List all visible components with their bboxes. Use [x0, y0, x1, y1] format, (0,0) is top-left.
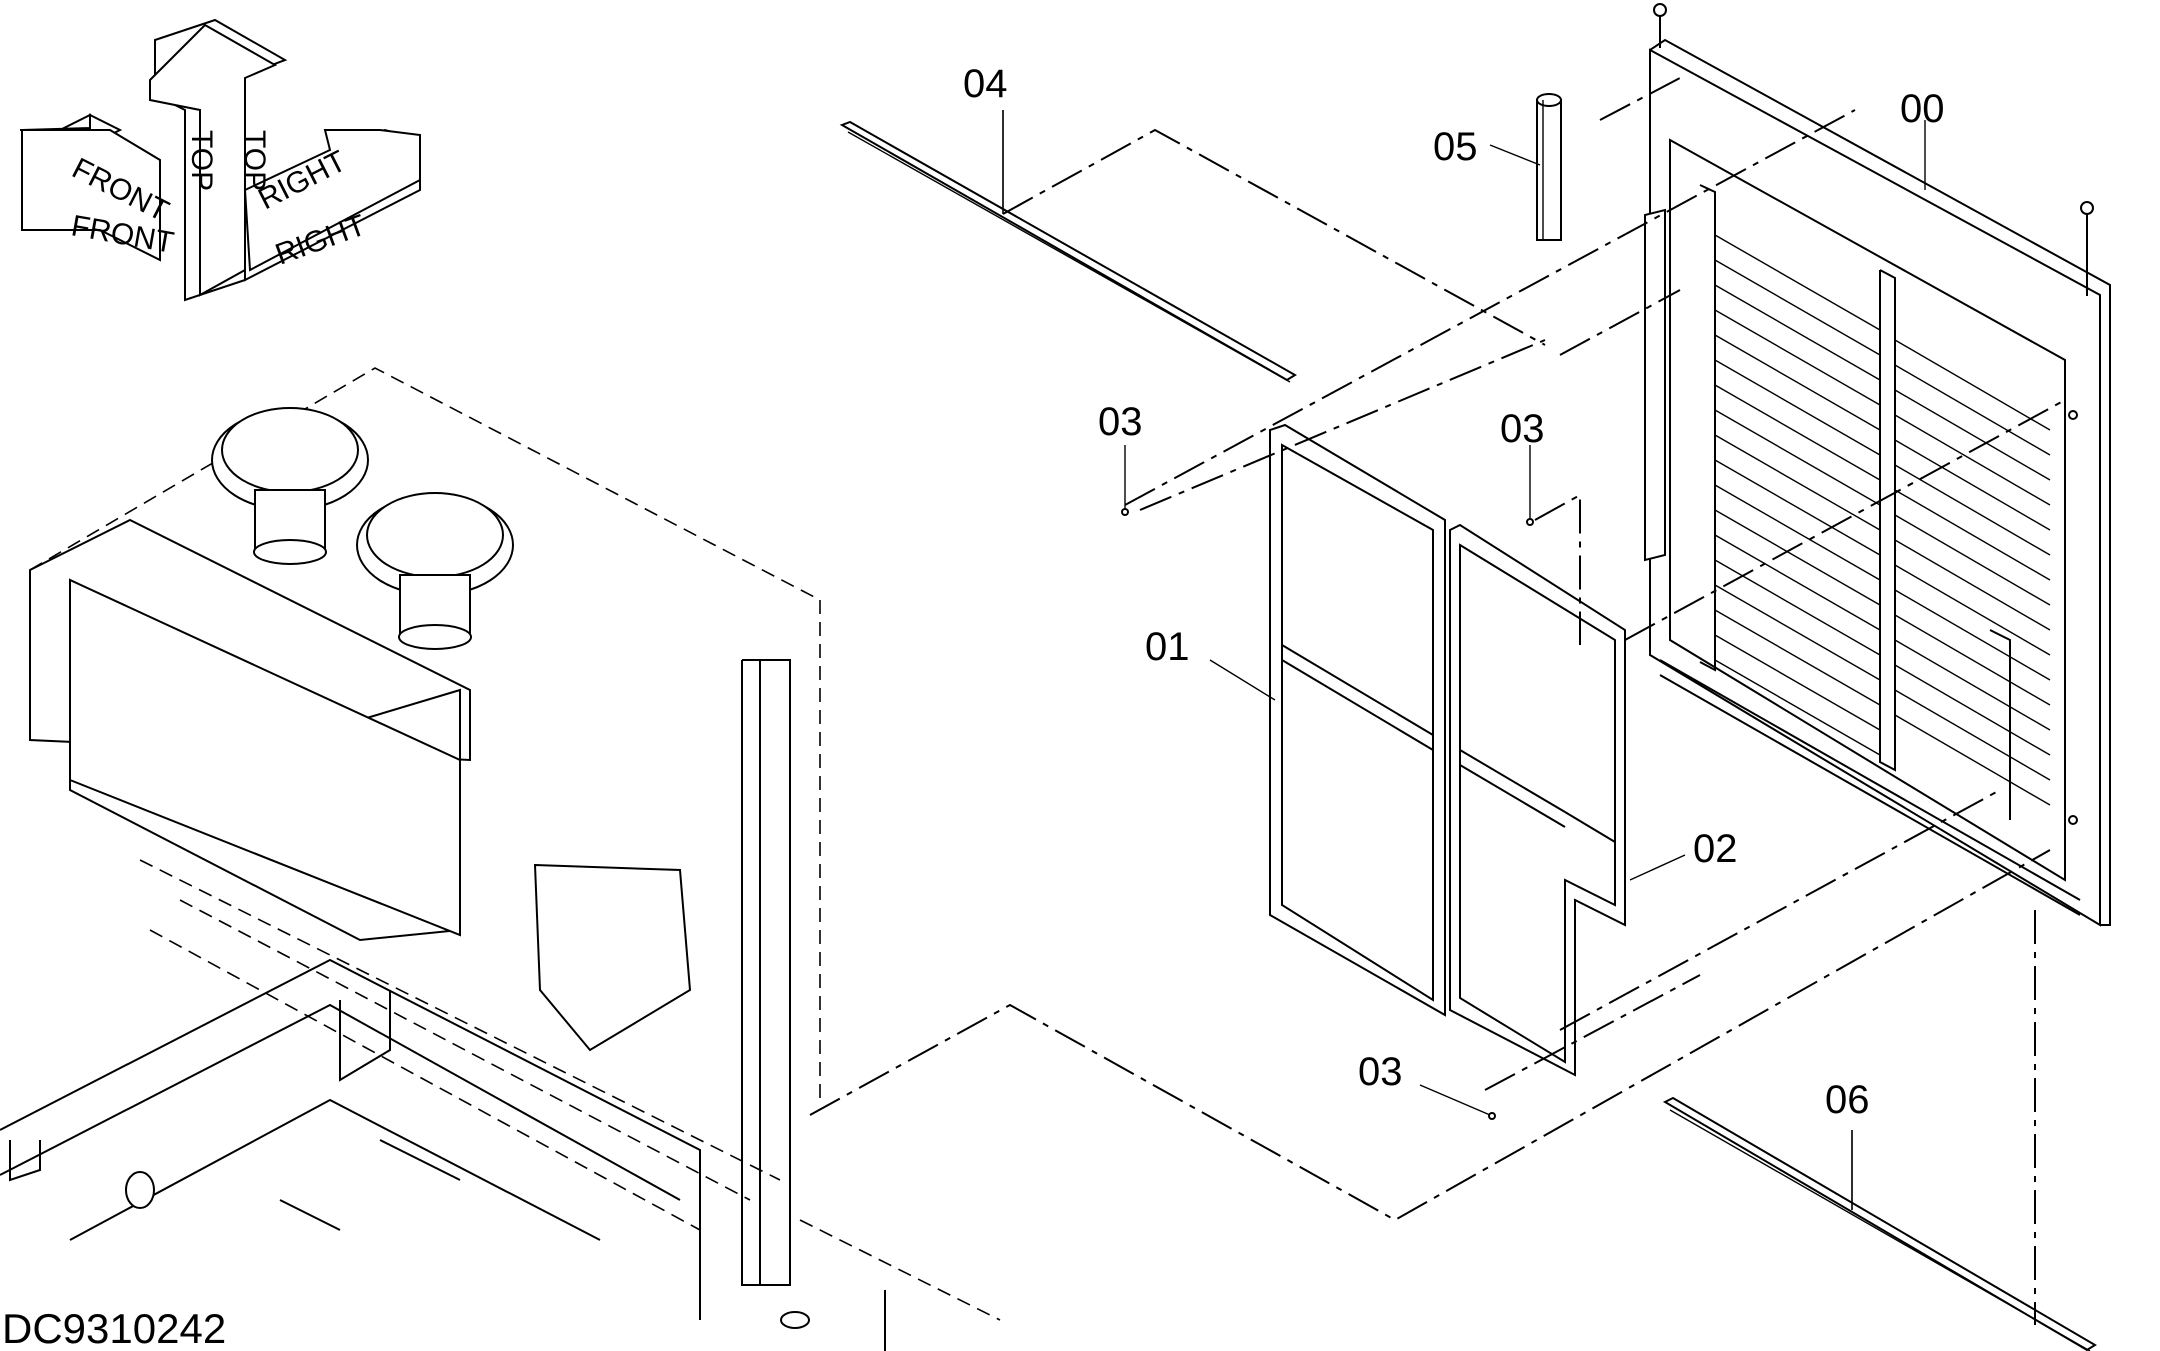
- machine-assembly: [0, 367, 1001, 1351]
- callout-leaders: [1002, 110, 1926, 1210]
- callout-02: 02: [1693, 827, 1738, 871]
- callout-03-right: 03: [1500, 407, 1545, 451]
- callout-05: 05: [1433, 125, 1478, 169]
- callout-06: 06: [1825, 1078, 1870, 1122]
- grille-louvres: [1714, 234, 2051, 806]
- part-02-mesh-panel: [1449, 523, 1626, 1077]
- part-01-mesh-panel: [1269, 423, 1446, 1017]
- callout-01: 01: [1145, 625, 1190, 669]
- assembly-centre-lines: [809, 77, 2066, 1325]
- callout-04: 04: [963, 62, 1008, 106]
- frame-bolts: [1653, 3, 2094, 825]
- callout-labels: 00 01 02 03 03 03 04 05 06: [963, 62, 1945, 1122]
- callout-00: 00: [1900, 87, 1945, 131]
- label-top-2: TOP: [238, 130, 271, 191]
- callout-03-bottom: 03: [1358, 1050, 1403, 1094]
- callout-03-left: 03: [1098, 400, 1143, 444]
- label-top-1: TOP: [185, 130, 218, 191]
- part-04-seal-strip: [839, 110, 1297, 383]
- part-00-grille-frame: [1644, 3, 2111, 927]
- part-05-post: [1536, 93, 1562, 241]
- part-06-seal-strip: [1662, 1096, 2097, 1351]
- orientation-indicator: FRONT FRONT TOP TOP RIGHT RIGHT: [20, 18, 421, 302]
- drawing-reference-number: DC9310242: [2, 1305, 226, 1351]
